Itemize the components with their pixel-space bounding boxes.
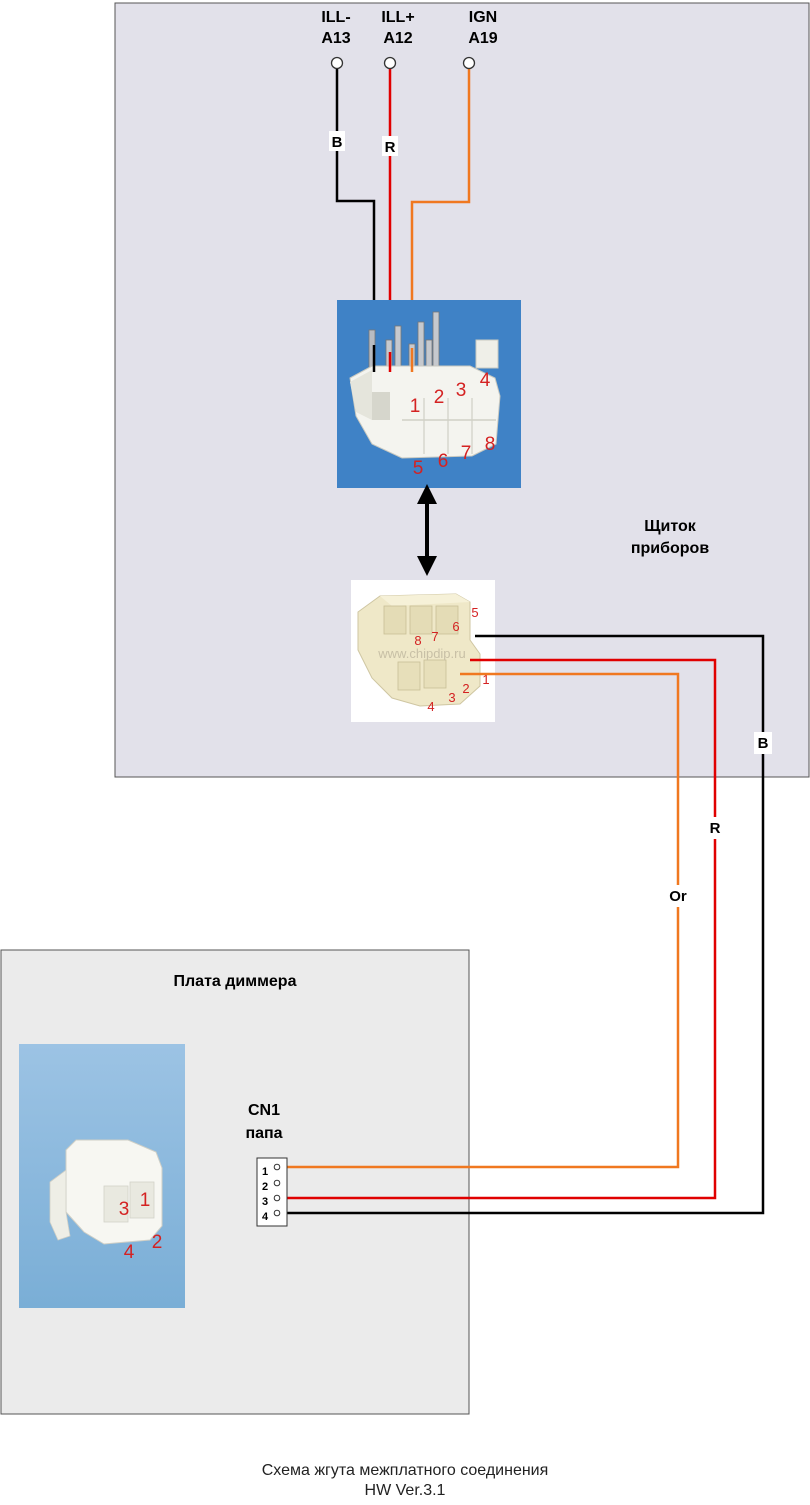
svg-text:R: R	[710, 820, 721, 837]
pin-number: 3	[456, 380, 467, 401]
pin-number: 2	[434, 387, 445, 408]
pin-number: 3	[119, 1199, 130, 1220]
pin-number: 2	[152, 1232, 163, 1253]
panel-label-line1: Щиток	[644, 518, 697, 535]
svg-text:A19: A19	[468, 30, 497, 47]
connector-cn1-label: CN1	[248, 1102, 280, 1119]
terminal-a12	[383, 56, 397, 70]
panel-label-line2: приборов	[631, 540, 709, 557]
dimmer-board-title: Плата диммера	[174, 973, 297, 990]
svg-text:Or: Or	[669, 888, 687, 905]
pin-label-ill-minus: ILL- A13	[321, 9, 350, 47]
svg-text:A12: A12	[383, 30, 412, 47]
watermark-text: www.chipdip.ru	[377, 646, 465, 661]
svg-text:B: B	[332, 134, 343, 151]
cn1-pin-number: 4	[262, 1211, 269, 1223]
cn1-pin-number: 1	[262, 1166, 268, 1178]
wire-black-harness	[280, 634, 765, 1215]
pin-number: 2	[462, 681, 469, 696]
pin-label-ign: IGN A19	[468, 9, 497, 47]
wire-orange-top	[410, 63, 471, 348]
svg-text:ILL+: ILL+	[381, 9, 414, 26]
pin-number: 1	[482, 672, 489, 687]
pin-number: 6	[438, 451, 449, 472]
svg-text:A13: A13	[321, 30, 350, 47]
terminal-a19	[462, 56, 476, 70]
pin-number: 7	[431, 629, 438, 644]
pin-number: 6	[452, 619, 459, 634]
connector-photo-top: 1 2 3 4 5 6 7 8	[337, 300, 521, 488]
pin-number: 3	[448, 690, 455, 705]
pin-number: 8	[485, 434, 496, 455]
footer-title: Схема жгута межплатного соединения	[261, 1462, 549, 1479]
wire-label-r-top: R	[382, 136, 398, 156]
pin-number: 1	[410, 396, 421, 417]
wire-label-b-harness: B	[754, 732, 772, 754]
svg-text:IGN: IGN	[469, 9, 497, 26]
cn1-pin-number: 3	[262, 1196, 268, 1208]
pin-number: 4	[124, 1242, 135, 1263]
svg-text:B: B	[758, 735, 769, 752]
wire-label-r-harness: R	[706, 817, 724, 839]
wire-label-b-top: B	[329, 131, 345, 151]
pin-number: 7	[461, 443, 472, 464]
svg-text:ILL-: ILL-	[321, 9, 350, 26]
pin-number: 5	[413, 458, 424, 479]
dimmer-connector-photo: 3 1 4 2	[19, 1044, 185, 1308]
wire-label-or-harness: Or	[664, 885, 692, 907]
svg-text:R: R	[385, 139, 396, 156]
footer-version: HW Ver.3.1	[364, 1482, 446, 1499]
cn1-pin-number: 2	[262, 1181, 268, 1193]
pin-number: 4	[427, 699, 434, 714]
connector-cn1-sublabel: папа	[245, 1125, 282, 1142]
connector-photo-middle: www.chipdip.ru 5 6 7 8 1 2 3 4	[351, 580, 495, 722]
pin-label-ill-plus: ILL+ A12	[381, 9, 414, 47]
wire-orange-harness	[280, 672, 680, 1169]
pin-number: 8	[414, 633, 421, 648]
wire-red-harness	[280, 658, 717, 1200]
terminal-a13	[330, 56, 344, 70]
pin-number: 5	[471, 605, 478, 620]
pin-number: 1	[140, 1190, 151, 1211]
pin-number: 4	[480, 370, 491, 391]
cn1-pin-header: 1 2 3 4	[256, 1157, 288, 1227]
